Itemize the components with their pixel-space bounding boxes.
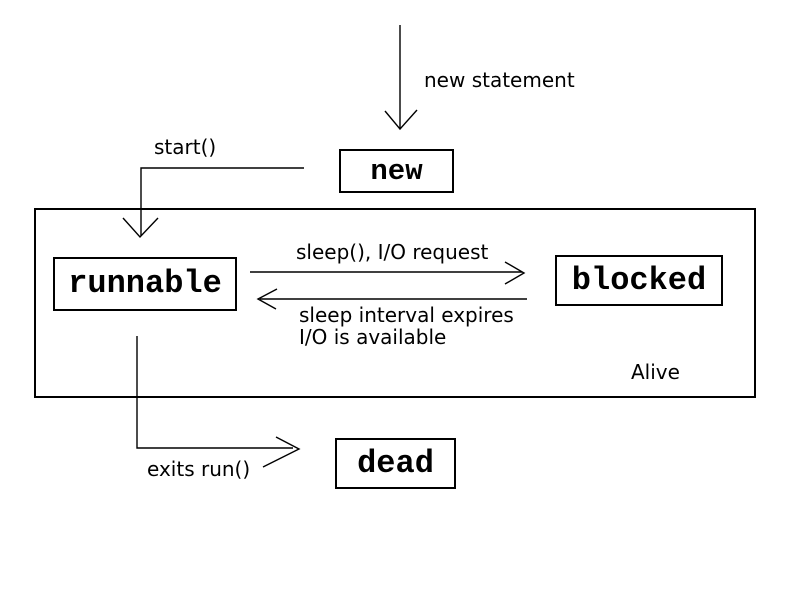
start-arrow [122, 167, 304, 239]
edge-label-sleep-io-request: sleep(), I/O request [296, 240, 489, 264]
state-box-dead: dead [335, 438, 456, 489]
runnable-to-blocked-arrowhead-icon [504, 261, 526, 285]
edge-label-new-statement: new statement [424, 68, 575, 92]
start-arrow-shaft [140, 167, 304, 236]
start-arrowhead-icon [122, 217, 159, 239]
new-statement-arrowhead-icon [384, 109, 418, 131]
state-box-new: new [339, 149, 454, 193]
state-box-blocked: blocked [555, 255, 723, 306]
alive-container [34, 208, 756, 398]
runnable-to-blocked-arrow [250, 261, 526, 285]
edge-label-io-is-available: I/O is available [299, 325, 447, 349]
edge-label-exits-run: exits run() [147, 457, 251, 481]
alive-container-label: Alive [631, 360, 680, 384]
exit-arrowhead-icon [262, 436, 301, 468]
blocked-to-runnable-arrow [256, 288, 527, 310]
exit-arrow-shaft [136, 336, 293, 449]
edge-label-sleep-interval-expires: sleep interval expires [299, 303, 514, 327]
edge-label-start: start() [154, 135, 217, 159]
blocked-to-runnable-arrowhead-icon [256, 288, 278, 310]
exit-arrow [136, 336, 301, 468]
new-statement-arrow [384, 25, 418, 131]
state-box-runnable: runnable [53, 257, 237, 311]
